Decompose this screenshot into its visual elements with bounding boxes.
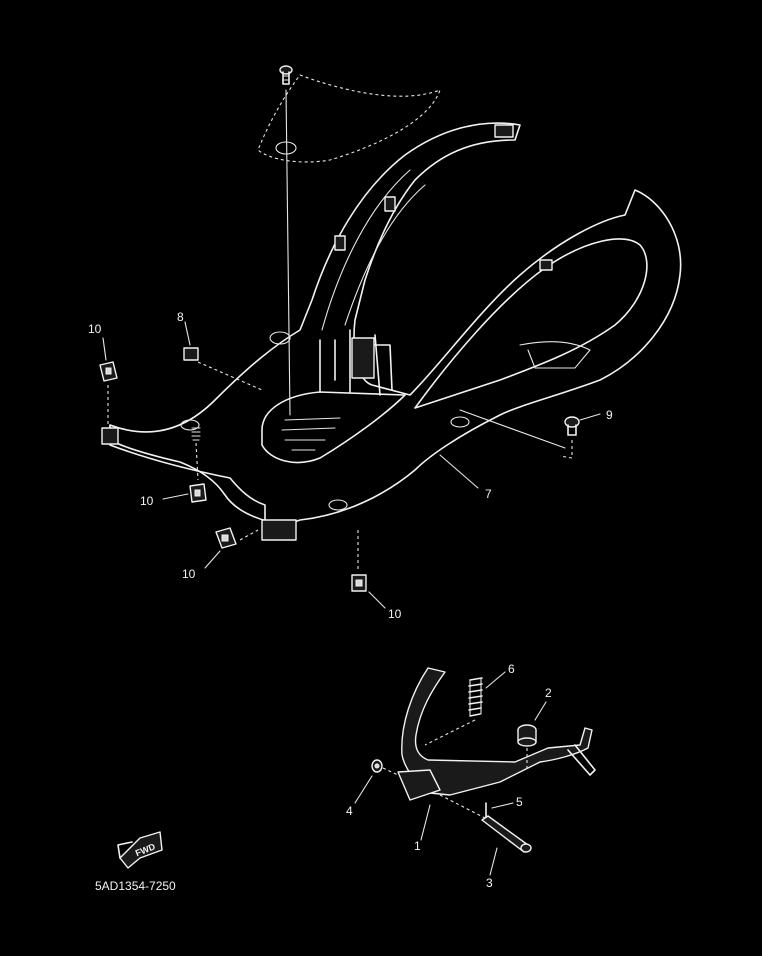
bottom-bracket-left	[261, 519, 297, 541]
callout-5: 5	[516, 795, 523, 809]
screw-icon	[279, 65, 293, 85]
stand-spring-hook	[567, 744, 596, 776]
center-tunnel	[319, 329, 393, 396]
side-stand-bar	[401, 667, 593, 796]
callout-10-mid-left: 10	[140, 494, 154, 508]
callout-10-bottom: 10	[388, 607, 402, 621]
u-nut-icon	[99, 361, 118, 382]
upper-fasteners	[99, 65, 601, 609]
callout-labels: 10 8 9 7 10 10 10 6 2 4 5 1 3	[88, 310, 613, 890]
floor-inner-opening	[261, 391, 406, 464]
spring-icon	[468, 677, 483, 717]
rib-tab-c	[539, 259, 553, 271]
callout-10-lower-left: 10	[182, 567, 196, 581]
callout-6: 6	[508, 662, 515, 676]
callout-7: 7	[485, 487, 492, 501]
u-nut-icon	[189, 483, 207, 503]
clip-nut-icon	[183, 347, 199, 361]
callout-4: 4	[346, 804, 353, 818]
left-skirt	[109, 424, 266, 521]
callout-10-top-left: 10	[88, 322, 102, 336]
side-stand-assembly	[354, 667, 596, 876]
right-side-detail	[519, 341, 591, 369]
right-side-channel	[414, 238, 648, 409]
callout-3: 3	[486, 876, 493, 890]
screw-icon	[564, 416, 580, 436]
floor-panel-assembly	[101, 74, 682, 541]
washer-icon	[371, 759, 383, 773]
bolt-icon	[517, 724, 537, 747]
mount-hole-2	[180, 419, 200, 431]
stand-pivot-plate	[397, 769, 441, 801]
side-bracket	[101, 427, 119, 445]
rib-tab-b	[384, 196, 396, 212]
mount-hole-3	[328, 499, 348, 511]
mount-hole-4	[450, 416, 470, 428]
seat-mount-hole	[275, 141, 297, 155]
seat-outline	[257, 74, 441, 163]
u-nut-icon	[215, 527, 237, 549]
tunnel-bracket	[351, 337, 375, 379]
rib-tab-a	[334, 235, 346, 251]
diagram-code: 5AD1354-7250	[95, 879, 176, 893]
front-rib	[321, 169, 426, 331]
pivot-pin-icon	[481, 815, 532, 853]
grommet-icon	[191, 427, 201, 441]
forward-badge: FWD	[117, 831, 163, 869]
mount-hole-1	[269, 331, 291, 345]
floor-panel-outline	[109, 122, 682, 526]
rib-tab-d	[494, 124, 514, 138]
callout-2: 2	[545, 686, 552, 700]
callout-8: 8	[177, 310, 184, 324]
callout-9: 9	[606, 408, 613, 422]
u-nut-icon	[351, 574, 367, 592]
callout-1: 1	[414, 839, 421, 853]
floor-grid	[281, 417, 341, 451]
